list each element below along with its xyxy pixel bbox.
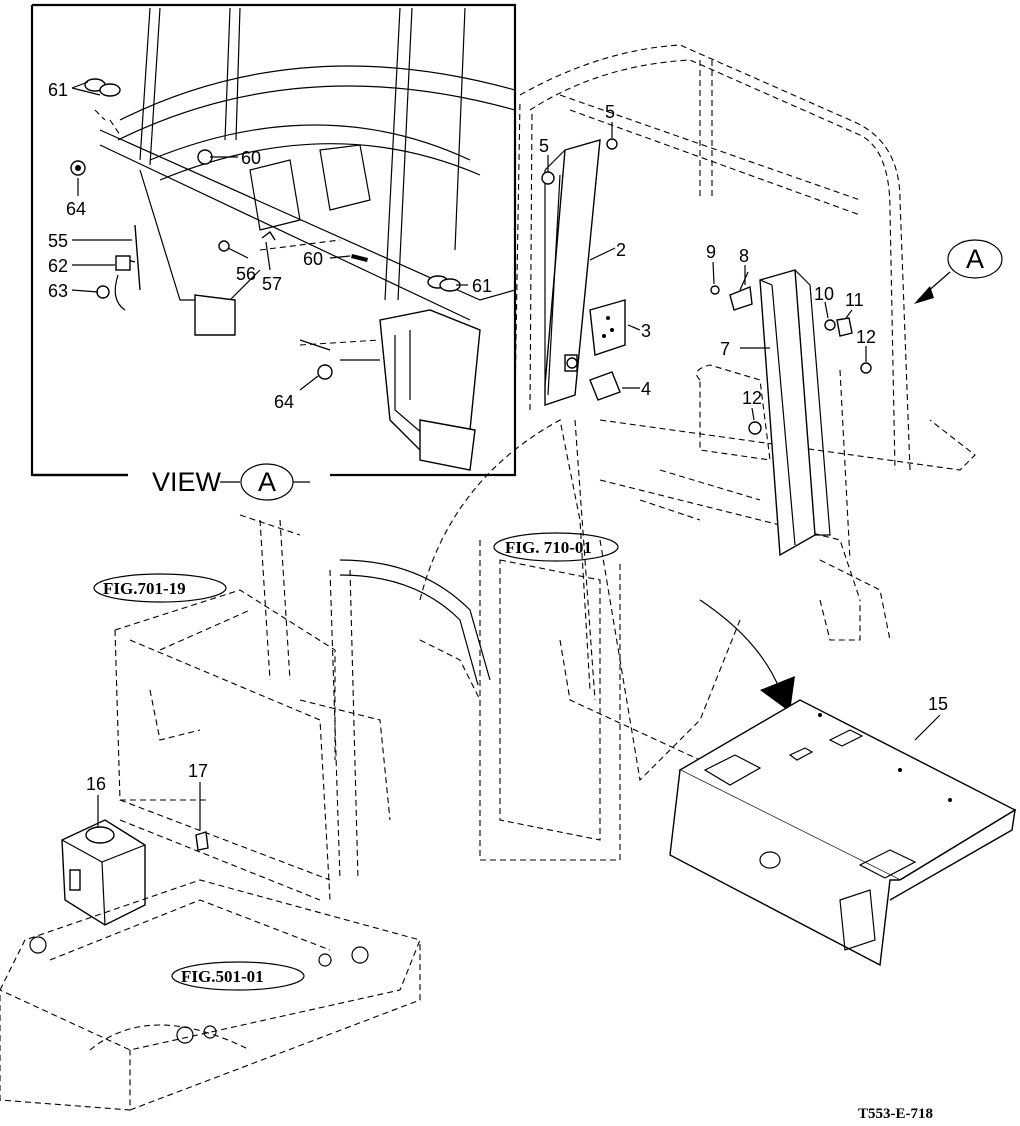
callout-3: 3: [641, 321, 651, 341]
callout-55: 55: [48, 231, 68, 251]
callout-15: 15: [928, 694, 948, 714]
detail-arrow: [699, 599, 795, 712]
callout-11: 11: [845, 290, 864, 310]
floor-panel: [669, 699, 1017, 967]
callout-64-a: 64: [66, 199, 86, 219]
callout-57: 57: [262, 274, 282, 294]
view-letter: A: [258, 467, 276, 497]
callout-9: 9: [706, 242, 716, 262]
callout-61-a: 61: [48, 80, 68, 100]
callout-60-a: 60: [241, 148, 261, 168]
view-a-marker: A: [914, 239, 1003, 304]
fig-ref-701-19: FIG.701-19: [103, 579, 186, 598]
callout-5-b: 5: [605, 102, 615, 122]
part-labels: 61 60 64 55 62 63 56 57 60 61 64 5 5 2 3…: [48, 80, 948, 794]
callout-8: 8: [739, 246, 749, 266]
callout-10: 10: [814, 284, 834, 304]
fig-ref-710-01: FIG. 710-01: [505, 538, 592, 557]
callout-2: 2: [616, 240, 626, 260]
left-frame: [114, 514, 391, 901]
view-label: VIEW: [152, 467, 222, 497]
part-box: [61, 782, 209, 926]
drawing-code: T553-E-718: [858, 1106, 933, 1122]
callout-63: 63: [48, 281, 68, 301]
callout-12-a: 12: [856, 327, 876, 347]
view-a-inset: VIEW A: [30, 3, 517, 501]
figure-references: FIG. 710-01 FIG.701-19 FIG.501-01: [93, 532, 619, 991]
callout-64-b: 64: [274, 392, 294, 412]
callout-60-b: 60: [303, 249, 323, 269]
callout-61-b: 61: [472, 276, 492, 296]
callout-56: 56: [236, 264, 256, 284]
callout-5-a: 5: [539, 136, 549, 156]
fig-ref-501-01: FIG.501-01: [181, 967, 264, 986]
view-marker-letter: A: [966, 244, 984, 274]
callout-16: 16: [86, 774, 106, 794]
cab-frame: [329, 44, 976, 881]
callout-4: 4: [641, 379, 651, 399]
callout-7: 7: [720, 339, 730, 359]
callout-62: 62: [48, 256, 68, 276]
pillar-right: [710, 261, 872, 557]
base-frame: [0, 879, 421, 1111]
pillar-left: [541, 122, 641, 406]
callout-12-b: 12: [742, 388, 762, 408]
callout-17: 17: [188, 761, 208, 781]
